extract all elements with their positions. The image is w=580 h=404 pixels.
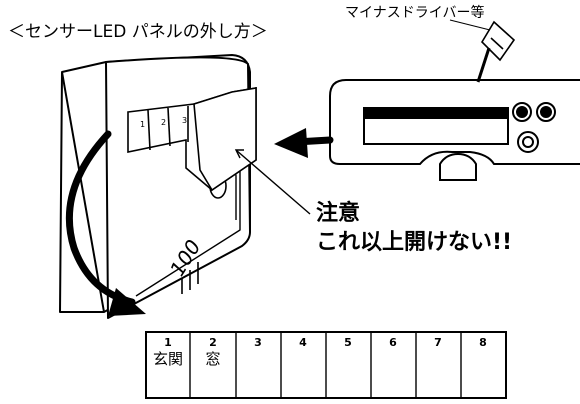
zone-strip xyxy=(145,331,507,399)
tool-leader-line xyxy=(449,19,491,31)
strip-number-3: 3 xyxy=(254,336,262,349)
strip-number-5: 5 xyxy=(344,336,352,349)
warning-message: これ以上開けない!! xyxy=(316,229,513,255)
arrow-left-icon xyxy=(274,128,334,158)
warning-text: 注意 これ以上開けない!! xyxy=(316,200,512,257)
strip-number-2: 2 xyxy=(209,336,217,349)
warning-title: 注意 xyxy=(316,201,361,226)
device-closeup xyxy=(329,79,580,181)
curved-arrow-icon xyxy=(65,130,146,316)
page-title: ＜センサーLED パネルの外し方＞ xyxy=(8,22,268,42)
screwdriver-icon xyxy=(476,20,516,83)
strip-number-8: 8 xyxy=(479,336,487,349)
panel-number-2: 2 xyxy=(161,118,166,127)
led-panel-open xyxy=(127,87,257,192)
strip-number-1: 1 xyxy=(164,336,172,349)
strip-number-4: 4 xyxy=(299,336,307,349)
panel-number-1: 1 xyxy=(140,120,145,129)
strip-number-6: 6 xyxy=(389,336,397,349)
strip-note-2: 窓 xyxy=(205,350,221,368)
tool-label: マイナスドライバー等 xyxy=(345,5,485,21)
warning-pointer xyxy=(234,149,311,215)
panel-number-3: 3 xyxy=(182,116,187,125)
strip-number-7: 7 xyxy=(434,336,442,349)
strip-note-1: 玄関 xyxy=(152,350,183,368)
